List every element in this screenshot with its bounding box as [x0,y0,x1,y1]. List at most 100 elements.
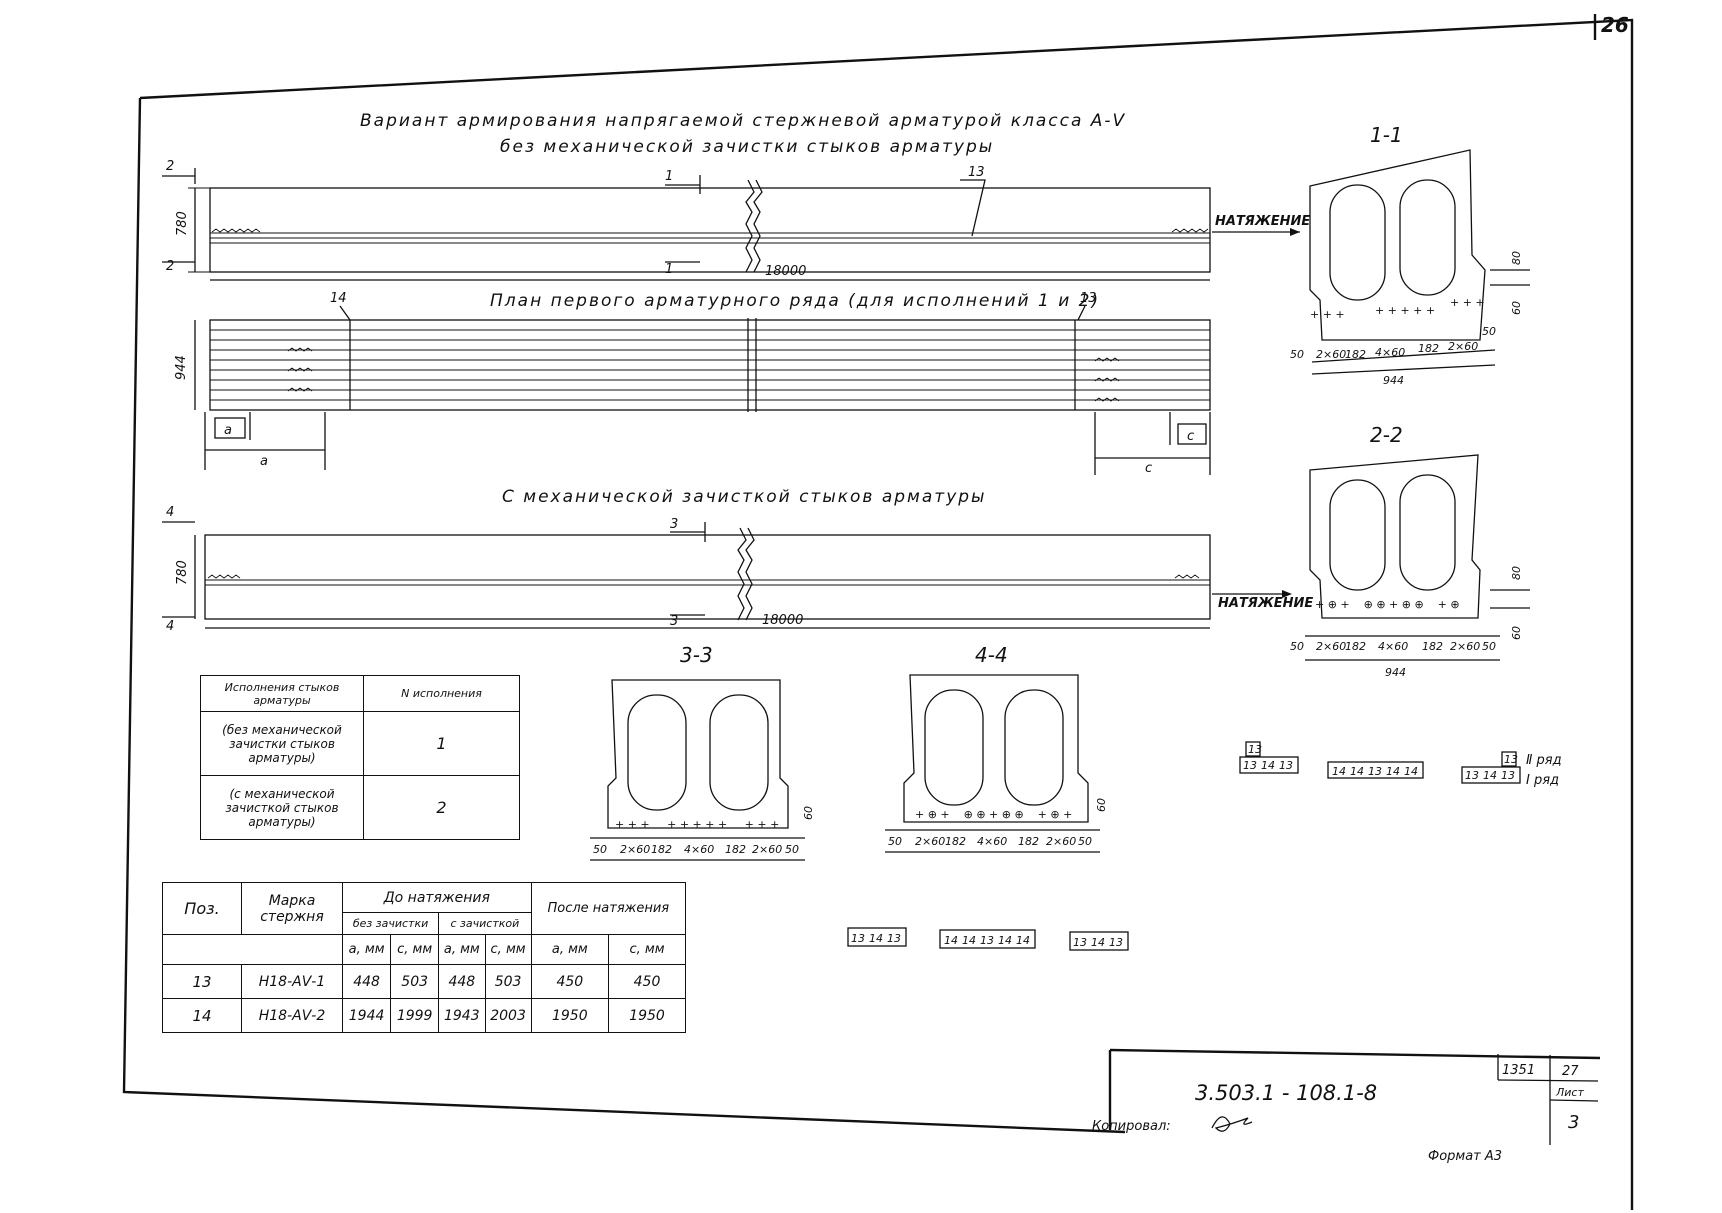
svg-text:14: 14 [1483,769,1497,782]
cut-1-top: 1 [665,169,673,184]
s44-dim-4x60: 4×60 [977,835,1007,848]
sheet-number: 3 [1568,1112,1579,1133]
section-2-2-label: 2-2 [1370,423,1403,447]
drawing-title-line2: без механической зачистки стыков арматур… [500,137,994,157]
cut-1-bottom: 1 [665,262,673,277]
svg-text:13: 13 [1279,759,1293,772]
beam-outline [209,187,1211,273]
section-3-3-label: 3-3 [680,643,713,667]
s33-dim-2x60-b: 2×60 [752,843,782,856]
s44-dim-2x60-a: 2×60 [915,835,945,848]
s33-dim-4x60: 4×60 [684,843,714,856]
table-row: 13 Н18-АⅤ-1 448 503 448 503 450 450 [162,964,686,999]
mech-title: С механической зачисткой стыков арматуры [502,487,986,507]
svg-text:13: 13 [1465,769,1479,782]
svg-text:14: 14 [1404,765,1418,778]
svg-text:13: 13 [1243,759,1257,772]
elev2-length-dim: 18000 [762,613,803,628]
s11-dim-60: 60 [1510,301,1523,315]
s22-dim-50: 50 [1290,640,1304,653]
variants-row-1-desc: (без механической зачистки стыков армату… [200,711,364,776]
plan-bar-14: 14 [330,291,347,306]
svg-text:13: 13 [1073,936,1087,949]
s11-dim-2x60-b: 2×60 [1448,340,1478,353]
section-1-1: 1-1 + + + + + + + + + + + 50 2×60 182 4×… [1290,123,1530,387]
svg-text:14: 14 [1350,765,1364,778]
s44-dim-2x60-b: 2×60 [1046,835,1076,848]
svg-text:13: 13 [1504,753,1518,766]
cut-3-bottom: 3 [670,614,678,629]
svg-text:13: 13 [1109,936,1123,949]
s22-dim-182-a: 182 [1345,640,1366,653]
svg-text:13: 13 [1501,769,1515,782]
s33-dim-2x60-a: 2×60 [620,843,650,856]
svg-text:14: 14 [1016,934,1030,947]
dim-a-small: a [224,423,232,438]
svg-text:13: 13 [1248,743,1262,756]
plan-title: План первого арматурного ряда (для испол… [490,291,1100,311]
svg-text:14: 14 [962,934,976,947]
document-code: 3.503.1 - 108.1-8 [1195,1081,1377,1105]
s22-dim-80: 80 [1510,566,1523,580]
spec-table: Поз. Марка стержня До натяжения После на… [162,882,687,1033]
dim-c-small: c [1187,429,1194,444]
s22-width-944: 944 [1385,666,1406,679]
svg-text:13: 13 [1368,765,1382,778]
title-num-1351: 1351 [1502,1063,1535,1078]
s11-dim-182-b: 182 [1418,342,1439,355]
svg-text:+ ⊕ + ⊕ ⊕ + ⊕ ⊕ + ⊕ +: + ⊕ + ⊕ ⊕ + ⊕ ⊕ + ⊕ + [915,808,1072,821]
svg-text:+ ⊕ + ⊕ ⊕ + ⊕ ⊕ + ⊕: + ⊕ + ⊕ ⊕ + ⊕ ⊕ + ⊕ [1315,598,1460,611]
section-3-3: 3-3 + + + + + + + + + + + 50 2×60 182 4×… [590,643,815,861]
spec-h-before: До натяжения [342,882,532,913]
bar-mark-13: 13 [968,165,985,180]
s44-dim-182-b: 182 [1018,835,1039,848]
s33-dim-60: 60 [802,806,815,820]
s11-width-944: 944 [1383,374,1404,387]
row-2-label: Ⅱ ряд [1526,753,1562,768]
svg-text:14: 14 [944,934,958,947]
svg-text:14: 14 [1332,765,1346,778]
s33-dim-182-b: 182 [725,843,746,856]
s44-dim-182-a: 182 [945,835,966,848]
format-label: Формат А3 [1428,1149,1502,1164]
elevation-with-clean: 780 4 4 3 3 18000 НАТЯЖЕНИЕ [162,505,1313,634]
variants-table: Исполнения стыков арматуры N исполнения … [200,675,520,840]
spec-h-mark: Марка стержня [241,882,343,935]
s22-dim-50-right: 50 [1482,640,1496,653]
cut-2-top: 2 [166,159,174,174]
s11-dim-50: 50 [1290,348,1304,361]
svg-text:+ + +: + + + [1450,296,1485,309]
cut-4-top: 4 [166,505,174,520]
svg-text:13: 13 [887,932,901,945]
spec-h-pos: Поз. [162,882,242,935]
dim-a-large: a [260,454,268,469]
cut-2-bottom: 2 [166,259,174,274]
elev1-length-dim: 18000 [765,264,806,279]
s11-dim-50-right: 50 [1482,325,1496,338]
row-scheme: 13 13 13 14 13 14 14 13 14 14 13 14 13 Ⅱ… [1239,741,1562,788]
s44-dim-50-b: 50 [1078,835,1092,848]
svg-text:+ + +: + + + [1310,308,1345,321]
table-row: 14 Н18-АⅤ-2 1944 1999 1943 2003 1950 195… [162,998,686,1033]
row-1-label: Ⅰ ряд [1526,773,1559,788]
plan-width-dim: 944 [174,355,189,380]
svg-text:+ + + + + + + + + + +: + + + + + + + + + + + [615,818,779,831]
s22-dim-2x60-b: 2×60 [1450,640,1480,653]
s11-dim-80: 80 [1510,251,1523,265]
sheet-frame [139,18,1634,1210]
section-4-4-label: 4-4 [975,643,1008,667]
svg-text:14: 14 [998,934,1012,947]
s22-dim-4x60: 4×60 [1378,640,1408,653]
spec-h-after: После натяжения [530,882,687,935]
s33-dim-50-a: 50 [593,843,607,856]
plan-view: 944 14 13 a a c c [174,291,1211,476]
row-scheme-bottom: 13 14 13 14 14 13 14 14 13 14 13 [847,927,1129,951]
dim-c-large: c [1145,461,1152,476]
sheet-label: Лист [1555,1086,1584,1099]
section-4-4: 4-4 + ⊕ + ⊕ ⊕ + ⊕ ⊕ + ⊕ + 50 2×60 182 4×… [885,643,1108,853]
cut-3-top: 3 [670,517,678,532]
sheet-frame-left [122,97,1126,1134]
variants-header-2: N исполнения [363,675,520,712]
tension-label-2: НАТЯЖЕНИЕ [1218,596,1313,611]
